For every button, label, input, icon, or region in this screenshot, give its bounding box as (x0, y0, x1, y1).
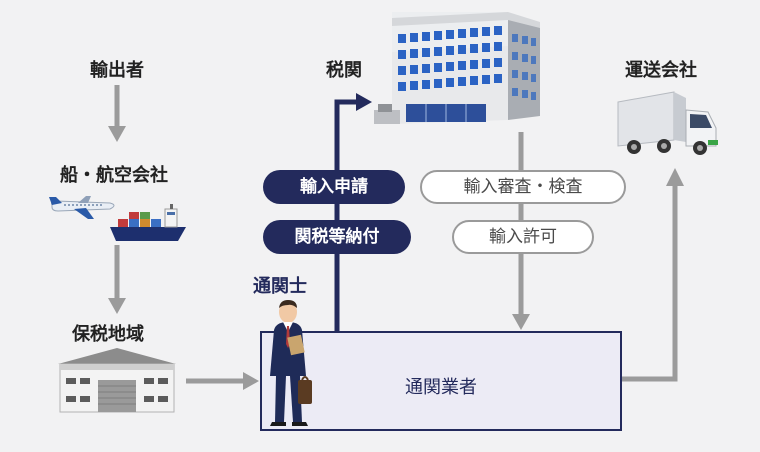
customs-specialist-label: 通関士 (253, 276, 307, 297)
transport-company-label: 運送会社 (625, 60, 697, 81)
import-application-pill: 輸入申請 (263, 170, 405, 204)
import-review-pill: 輸入審査・検査 (420, 170, 626, 204)
customs-building-icon (374, 12, 540, 124)
arrow-broker-to-customs (334, 93, 372, 331)
carrier-label: 船・航空会社 (60, 165, 168, 186)
exporter-label: 輸出者 (90, 60, 144, 81)
ship-icon (110, 204, 186, 241)
customs-broker-box: 通関業者 (260, 331, 622, 431)
airplane-icon (49, 196, 115, 219)
truck-icon (617, 91, 718, 155)
import-permit-pill: 輸入許可 (452, 220, 594, 254)
customs-broker-person-icon (270, 300, 312, 426)
duty-payment-pill: 関税等納付 (263, 220, 411, 254)
arrow-broker-to-transport (622, 186, 678, 382)
customs-label: 税関 (326, 60, 362, 81)
customs-broker-label: 通関業者 (405, 377, 477, 398)
warehouse-icon (58, 348, 176, 413)
bonded-area-label: 保税地域 (72, 324, 144, 345)
